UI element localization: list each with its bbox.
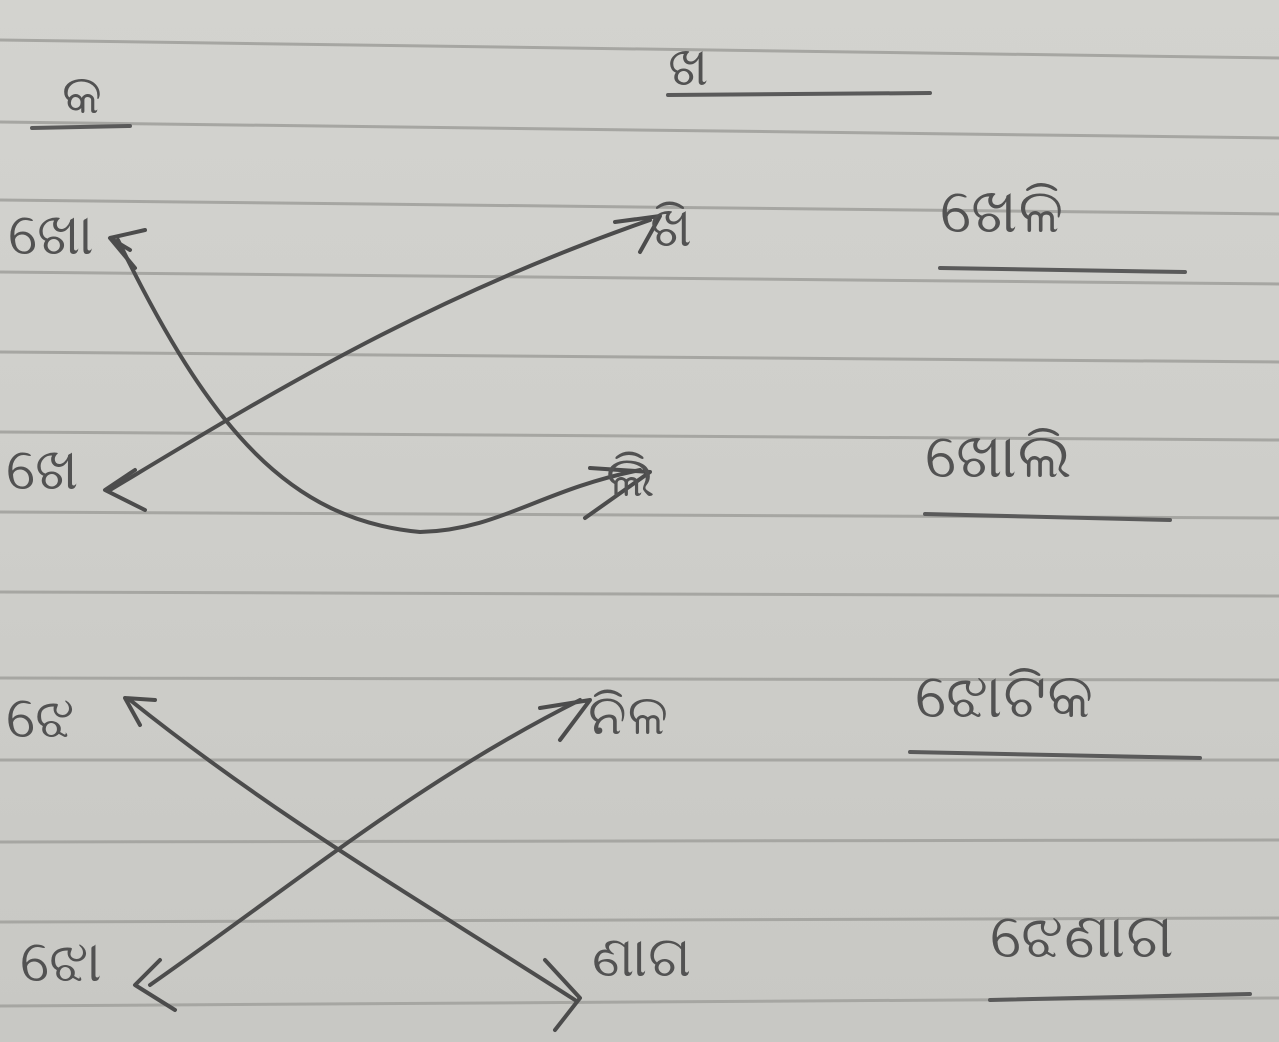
left-syllable-4: ଝୋ xyxy=(20,927,103,995)
right-word-2: ଖୋଲି xyxy=(925,419,1073,492)
middle-syllable-3: ନିଳ xyxy=(588,683,670,748)
right-word-4: ଝେଣାଗ xyxy=(990,899,1175,972)
header-ka: କ xyxy=(62,63,103,126)
middle-syllable-2: ଲି xyxy=(606,445,656,510)
left-syllable-2: ଖେ xyxy=(6,435,80,503)
middle-syllable-4: ଣାଗ xyxy=(592,925,693,990)
matching-arrows xyxy=(103,214,662,1032)
left-syllable-3: ଝେ xyxy=(6,683,76,751)
right-word-3: ଝୋଟିକ xyxy=(915,659,1095,732)
header-kha: ଖ xyxy=(668,35,710,98)
right-word-1: ଖେଳି xyxy=(940,174,1065,247)
middle-syllable-1: ଖି xyxy=(650,195,693,260)
left-syllable-1: ଖୋ xyxy=(8,200,95,268)
